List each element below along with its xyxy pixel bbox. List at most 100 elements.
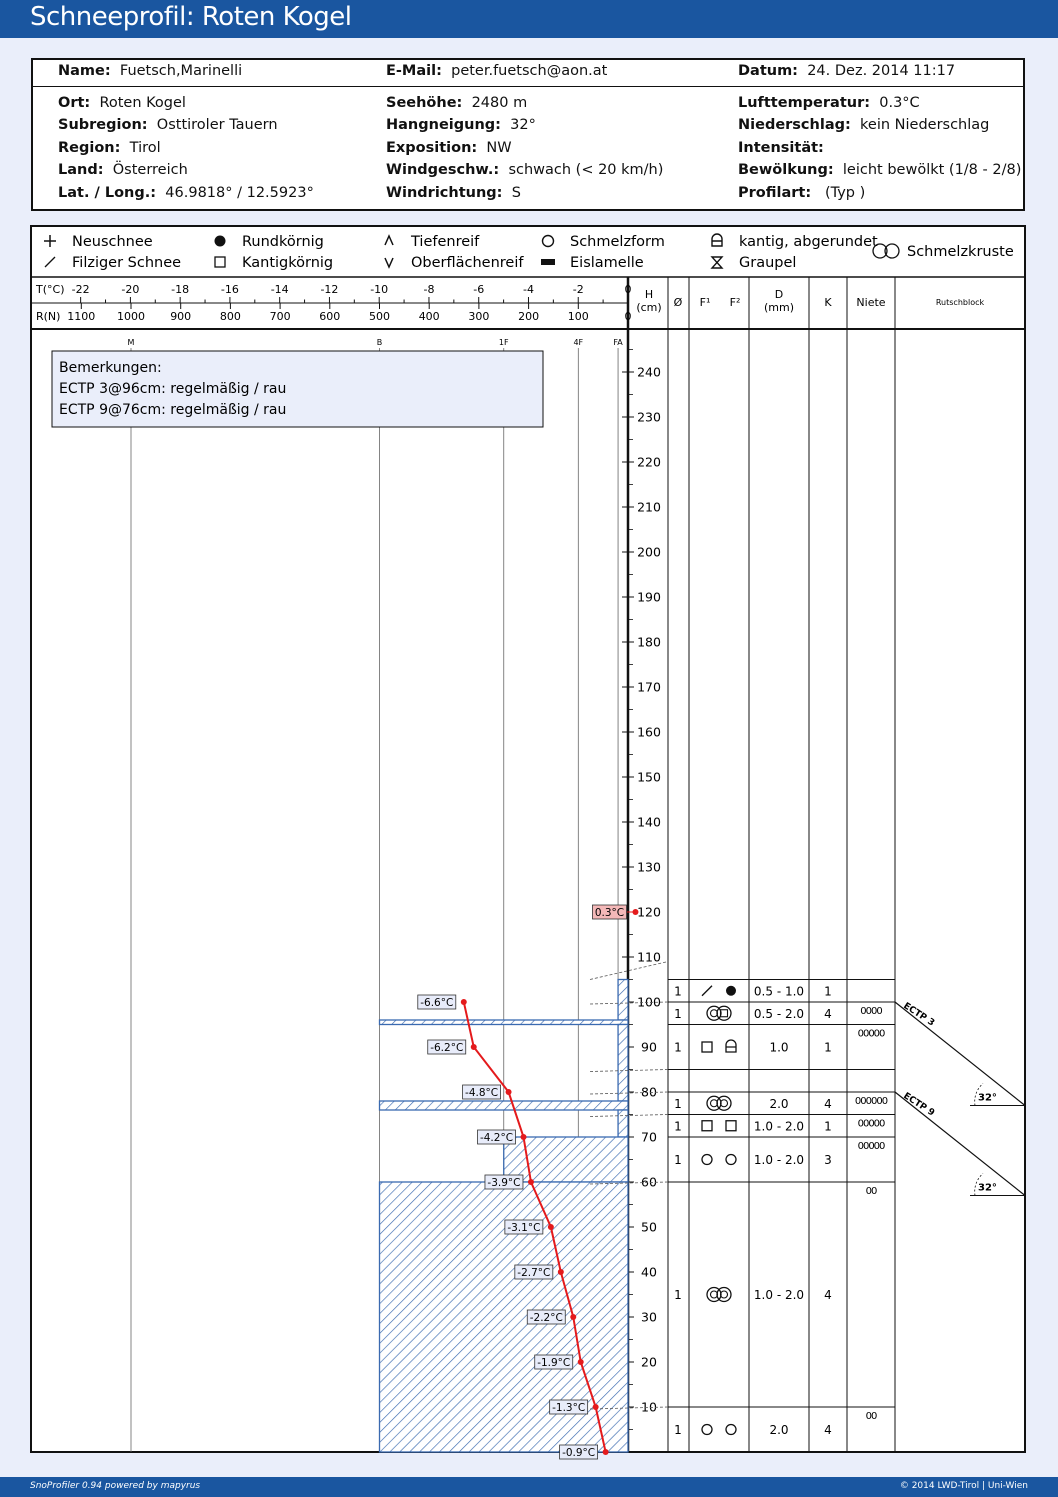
layer-link — [589, 1091, 669, 1095]
r-tick-label: 400 — [419, 310, 440, 323]
t-tick-label: -4 — [523, 283, 534, 296]
r-tick-label: 0 — [625, 310, 632, 323]
layer-link — [589, 1001, 669, 1005]
temperature-point — [602, 1449, 609, 1455]
temperature-label: -4.2°C — [480, 1132, 513, 1144]
field-latlong: Lat. / Long.: 46.9818° / 12.5923° — [58, 185, 314, 201]
h-tick-label: 130 — [637, 860, 661, 875]
square — [725, 1120, 737, 1132]
hourglass — [710, 256, 724, 269]
field-ort: Ort: Roten Kogel — [58, 95, 186, 111]
hourglass-icon — [710, 256, 724, 269]
temperature-label-box — [549, 1399, 589, 1415]
hardness-block — [617, 978, 629, 1021]
grain-double-circle-icon — [706, 1286, 732, 1303]
r-tick-label: 300 — [468, 310, 489, 323]
field-windgeschw: Windgeschw.: schwach (< 20 km/h) — [386, 162, 664, 178]
ring — [541, 234, 555, 248]
layer-k: 3 — [824, 1153, 832, 1167]
h-tick-label: 150 — [637, 770, 661, 785]
dot — [214, 235, 226, 247]
caret-up-icon — [384, 234, 394, 246]
caret — [384, 257, 394, 269]
field-land: Land: Österreich — [58, 162, 188, 178]
footer-credit: SnoProfiler 0.94 powered by mapyrus — [30, 1481, 201, 1491]
legend-label: Eislamelle — [570, 255, 644, 271]
temperature-label-box — [514, 1264, 554, 1280]
square — [701, 1120, 713, 1132]
grain-slash-icon — [701, 985, 713, 997]
layer-link — [589, 961, 669, 980]
h-tick-label: 170 — [637, 680, 661, 695]
grain-square-icon — [701, 1120, 713, 1132]
h-tick-label: 30 — [641, 1310, 657, 1325]
r-tick-label: 1100 — [67, 310, 95, 323]
square-icon — [214, 256, 226, 268]
k-header: K — [824, 296, 832, 309]
rutschblock-header: Rutschblock — [936, 298, 985, 307]
temperature-label-box — [417, 994, 457, 1010]
slash-line — [44, 256, 56, 268]
h-tick-label: 90 — [641, 1040, 657, 1055]
grain-square-icon — [725, 1120, 737, 1132]
remarks-line-2: ECTP 9@76cm: regelmäßig / rau — [59, 402, 286, 418]
circle-icon — [541, 234, 555, 248]
t-tick-label: -14 — [271, 283, 289, 296]
niete-header: Niete — [856, 296, 885, 309]
layer-o: 1 — [674, 984, 682, 998]
grain-square-arch-icon — [725, 1039, 737, 1053]
layer-d: 0.5 - 2.0 — [754, 1007, 804, 1021]
hardness-profile — [378, 978, 629, 1453]
d-unit: (mm) — [764, 301, 794, 314]
h-tick-label: 120 — [637, 905, 661, 920]
layer-o: 1 — [674, 1153, 682, 1167]
temperature-label: -2.7°C — [517, 1267, 550, 1279]
r-tick-label: 1000 — [117, 310, 145, 323]
legend-label: kantig, abgerundet — [739, 234, 878, 250]
layer-link — [589, 1114, 669, 1117]
d-header: D — [775, 288, 783, 301]
filled-circle-icon — [214, 235, 226, 247]
f2-header: F² — [730, 296, 741, 309]
air-temperature-label: 0.3°C — [595, 907, 624, 919]
t-tick-label: -22 — [72, 283, 90, 296]
temperature-point — [520, 1134, 527, 1140]
h-tick-label: 50 — [641, 1220, 657, 1235]
field-subregion: Subregion: Osttiroler Tauern — [58, 117, 278, 133]
layer-o: 1 — [674, 1007, 682, 1021]
field-datum: Datum: 24. Dez. 2014 11:17 — [738, 63, 956, 79]
layer-k: 4 — [824, 1423, 832, 1437]
layer-o: 1 — [674, 1041, 682, 1055]
field-exposition: Exposition: NW — [386, 140, 512, 156]
h-tick-label: 80 — [641, 1085, 657, 1100]
hardness-block — [378, 1181, 629, 1453]
remarks-box — [51, 350, 544, 428]
o-header: Ø — [674, 296, 683, 309]
temperature-label-box — [484, 1174, 524, 1190]
grain-filled-circle-icon — [726, 985, 736, 996]
ring-d — [719, 1099, 729, 1108]
f1-header: F¹ — [700, 296, 711, 309]
test-angle-arc — [974, 1083, 984, 1106]
temperature-point — [592, 1404, 599, 1410]
legend-label: Graupel — [739, 255, 796, 271]
field-intensitaet: Intensität: — [738, 140, 824, 156]
t-tick-label: -10 — [370, 283, 388, 296]
arch — [711, 233, 723, 247]
layer-d: 1.0 - 2.0 — [754, 1288, 804, 1302]
layer-d: 1.0 - 2.0 — [754, 1119, 804, 1133]
temperature-label: -6.6°C — [420, 997, 453, 1009]
dot — [726, 985, 736, 996]
r-axis-label: R(N) — [36, 310, 60, 323]
footer-copyright: © 2014 LWD-Tirol | Uni-Wien — [899, 1481, 1028, 1491]
caret-down-icon — [384, 257, 394, 269]
layer-o: 1 — [674, 1097, 682, 1111]
temperature-label: -4.8°C — [465, 1087, 498, 1099]
